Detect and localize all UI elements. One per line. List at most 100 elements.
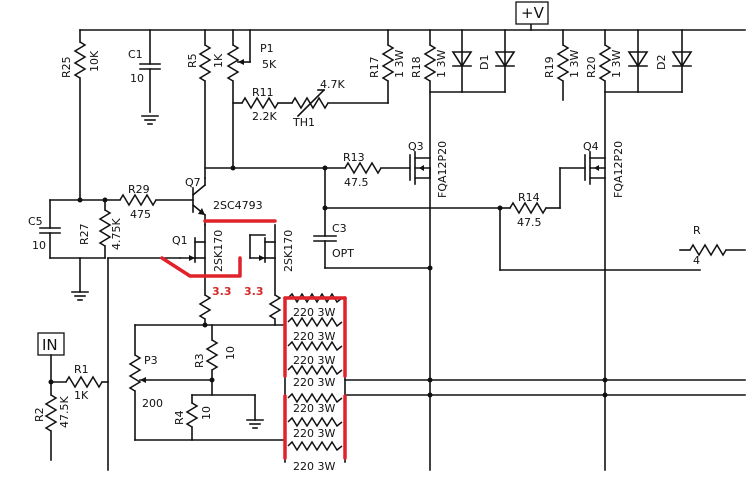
q1-ref: Q1 (172, 234, 188, 247)
load-res-3-label: 220 3W (293, 354, 335, 367)
red-wire-bottom (160, 256, 242, 278)
q4-part: FQA12P20 (612, 141, 625, 198)
r18-value: 1 3W (435, 50, 448, 78)
r14-ref: R14 (518, 191, 540, 204)
capacitor-c1: C1 10 (128, 29, 161, 125)
gate-drive-node (204, 165, 346, 171)
c3-value: OPT (332, 247, 354, 260)
r11-ref: R11 (252, 86, 274, 99)
supply-terminal-label: +V (521, 4, 545, 22)
resistor-r27: R27 4.75K (49, 197, 123, 301)
p1-value: 5K (262, 58, 277, 71)
r13-value: 47.5 (344, 176, 369, 189)
p3-value: 200 (142, 397, 163, 410)
c1-value: 10 (130, 72, 144, 85)
resistor-r1: R1 1K (50, 363, 109, 402)
r3-value: 10 (224, 346, 237, 360)
resistor-r5: R5 1K (186, 29, 225, 179)
r17-value: 1 3W (393, 50, 406, 78)
load-res-7 (287, 440, 343, 452)
r1-ref: R1 (74, 363, 89, 376)
c3-ref: C3 (332, 222, 347, 235)
c5-value: 10 (32, 239, 46, 252)
d2-ref: D2 (655, 55, 668, 70)
r19-ref: R19 (543, 56, 556, 78)
resistor-r25: R25 10K (60, 29, 101, 201)
r3-ref: R3 (193, 353, 206, 368)
r5-value: 1K (212, 53, 225, 68)
load-res-7-label: 220 3W (293, 460, 335, 473)
load-res-1-label: 220 3W (293, 306, 335, 319)
r4-ref: R4 (173, 410, 186, 425)
r18-ref: R18 (410, 56, 423, 78)
diode-d2: D2 (604, 29, 693, 93)
input-terminal-label: IN (42, 336, 58, 354)
r29-value: 475 (130, 208, 151, 221)
c5-ref: C5 (28, 215, 43, 228)
r20-value: 1 3W (610, 50, 623, 78)
resistor-r3: R3 10 (193, 324, 237, 396)
r11-value: 2.2K (252, 110, 277, 123)
r-partial-ref: R (693, 224, 701, 237)
resistor-r20: R20 1 3W (585, 29, 623, 471)
potentiometer-p3: P3 200 (128, 324, 213, 441)
r25-ref: R25 (60, 56, 73, 78)
p1-ref: P1 (260, 42, 274, 55)
d1-ref: D1 (478, 55, 491, 70)
r2-ref: R2 (33, 407, 46, 422)
resistor-r13: R13 47.5 (343, 151, 411, 189)
q3-ref: Q3 (408, 140, 424, 153)
r2-value: 47.5K (58, 396, 71, 428)
resistor-added-right: 3.3 (244, 285, 282, 326)
r5-ref: R5 (186, 53, 199, 68)
th1-value: 4.7K (320, 78, 345, 91)
r19-value: 1 3W (568, 50, 581, 78)
q4-ref: Q4 (583, 140, 599, 153)
c1-ref: C1 (128, 48, 143, 61)
load-res-5-label: 220 3W (293, 402, 335, 415)
r4-value: 10 (200, 406, 213, 420)
resistor-r19: R19 1 3W (543, 29, 581, 101)
q1b-part: 2SK170 (282, 230, 295, 272)
resistor-r18: R18 1 3W (410, 29, 448, 471)
load-res-4 (287, 364, 343, 376)
p3-ref: P3 (144, 354, 158, 367)
mosfet-q3: Q3 FQA12P20 (408, 140, 449, 198)
r20-ref: R20 (585, 56, 598, 78)
jfet-q1: Q1 2SK170 (172, 224, 225, 296)
r27-value: 4.75K (110, 218, 123, 250)
resistor-r11: R11 2.2K (232, 86, 293, 123)
load-resistor-bank: 220 3W 220 3W 220 3W 220 3W 220 3W 220 3… (284, 292, 746, 473)
r27-ref: R27 (78, 223, 91, 245)
q7-part: 2SC4793 (213, 199, 263, 212)
th1-ref: TH1 (292, 116, 315, 129)
resistor-partial-right: R 4 (679, 224, 746, 267)
r-partial-value: 4 (693, 254, 700, 267)
resistor-r14: R14 47.5 (324, 167, 586, 271)
load-res-2-label: 220 3W (293, 330, 335, 343)
r14-value: 47.5 (517, 216, 542, 229)
capacitor-c5: C5 10 (28, 199, 81, 259)
potentiometer-p1: P1 5K (226, 29, 277, 169)
load-res-5 (287, 392, 343, 404)
bjt-q7: Q7 2SC4793 (185, 176, 263, 226)
supply-rail: +V (79, 1, 746, 31)
r29-ref: R29 (128, 183, 150, 196)
supply-terminal-box (515, 1, 549, 25)
added-right-value: 3.3 (244, 285, 264, 298)
resistor-r4: R4 10 (134, 394, 286, 441)
mosfet-q4: Q4 FQA12P20 (583, 140, 625, 198)
r13-ref: R13 (343, 151, 365, 164)
resistor-r17: R17 1 3W (368, 29, 406, 104)
input-terminal: IN (37, 332, 65, 385)
r1-value: 1K (74, 389, 89, 402)
load-res-4-label: 220 3W (293, 376, 335, 389)
load-res-6 (287, 416, 343, 428)
load-res-6-label: 220 3W (293, 427, 335, 440)
diode-d1: D1 (429, 29, 516, 93)
q3-part: FQA12P20 (436, 141, 449, 198)
thermistor-th1: TH1 4.7K (291, 78, 389, 129)
resistor-r29: R29 475 (77, 183, 194, 221)
r25-value: 10K (88, 50, 101, 72)
